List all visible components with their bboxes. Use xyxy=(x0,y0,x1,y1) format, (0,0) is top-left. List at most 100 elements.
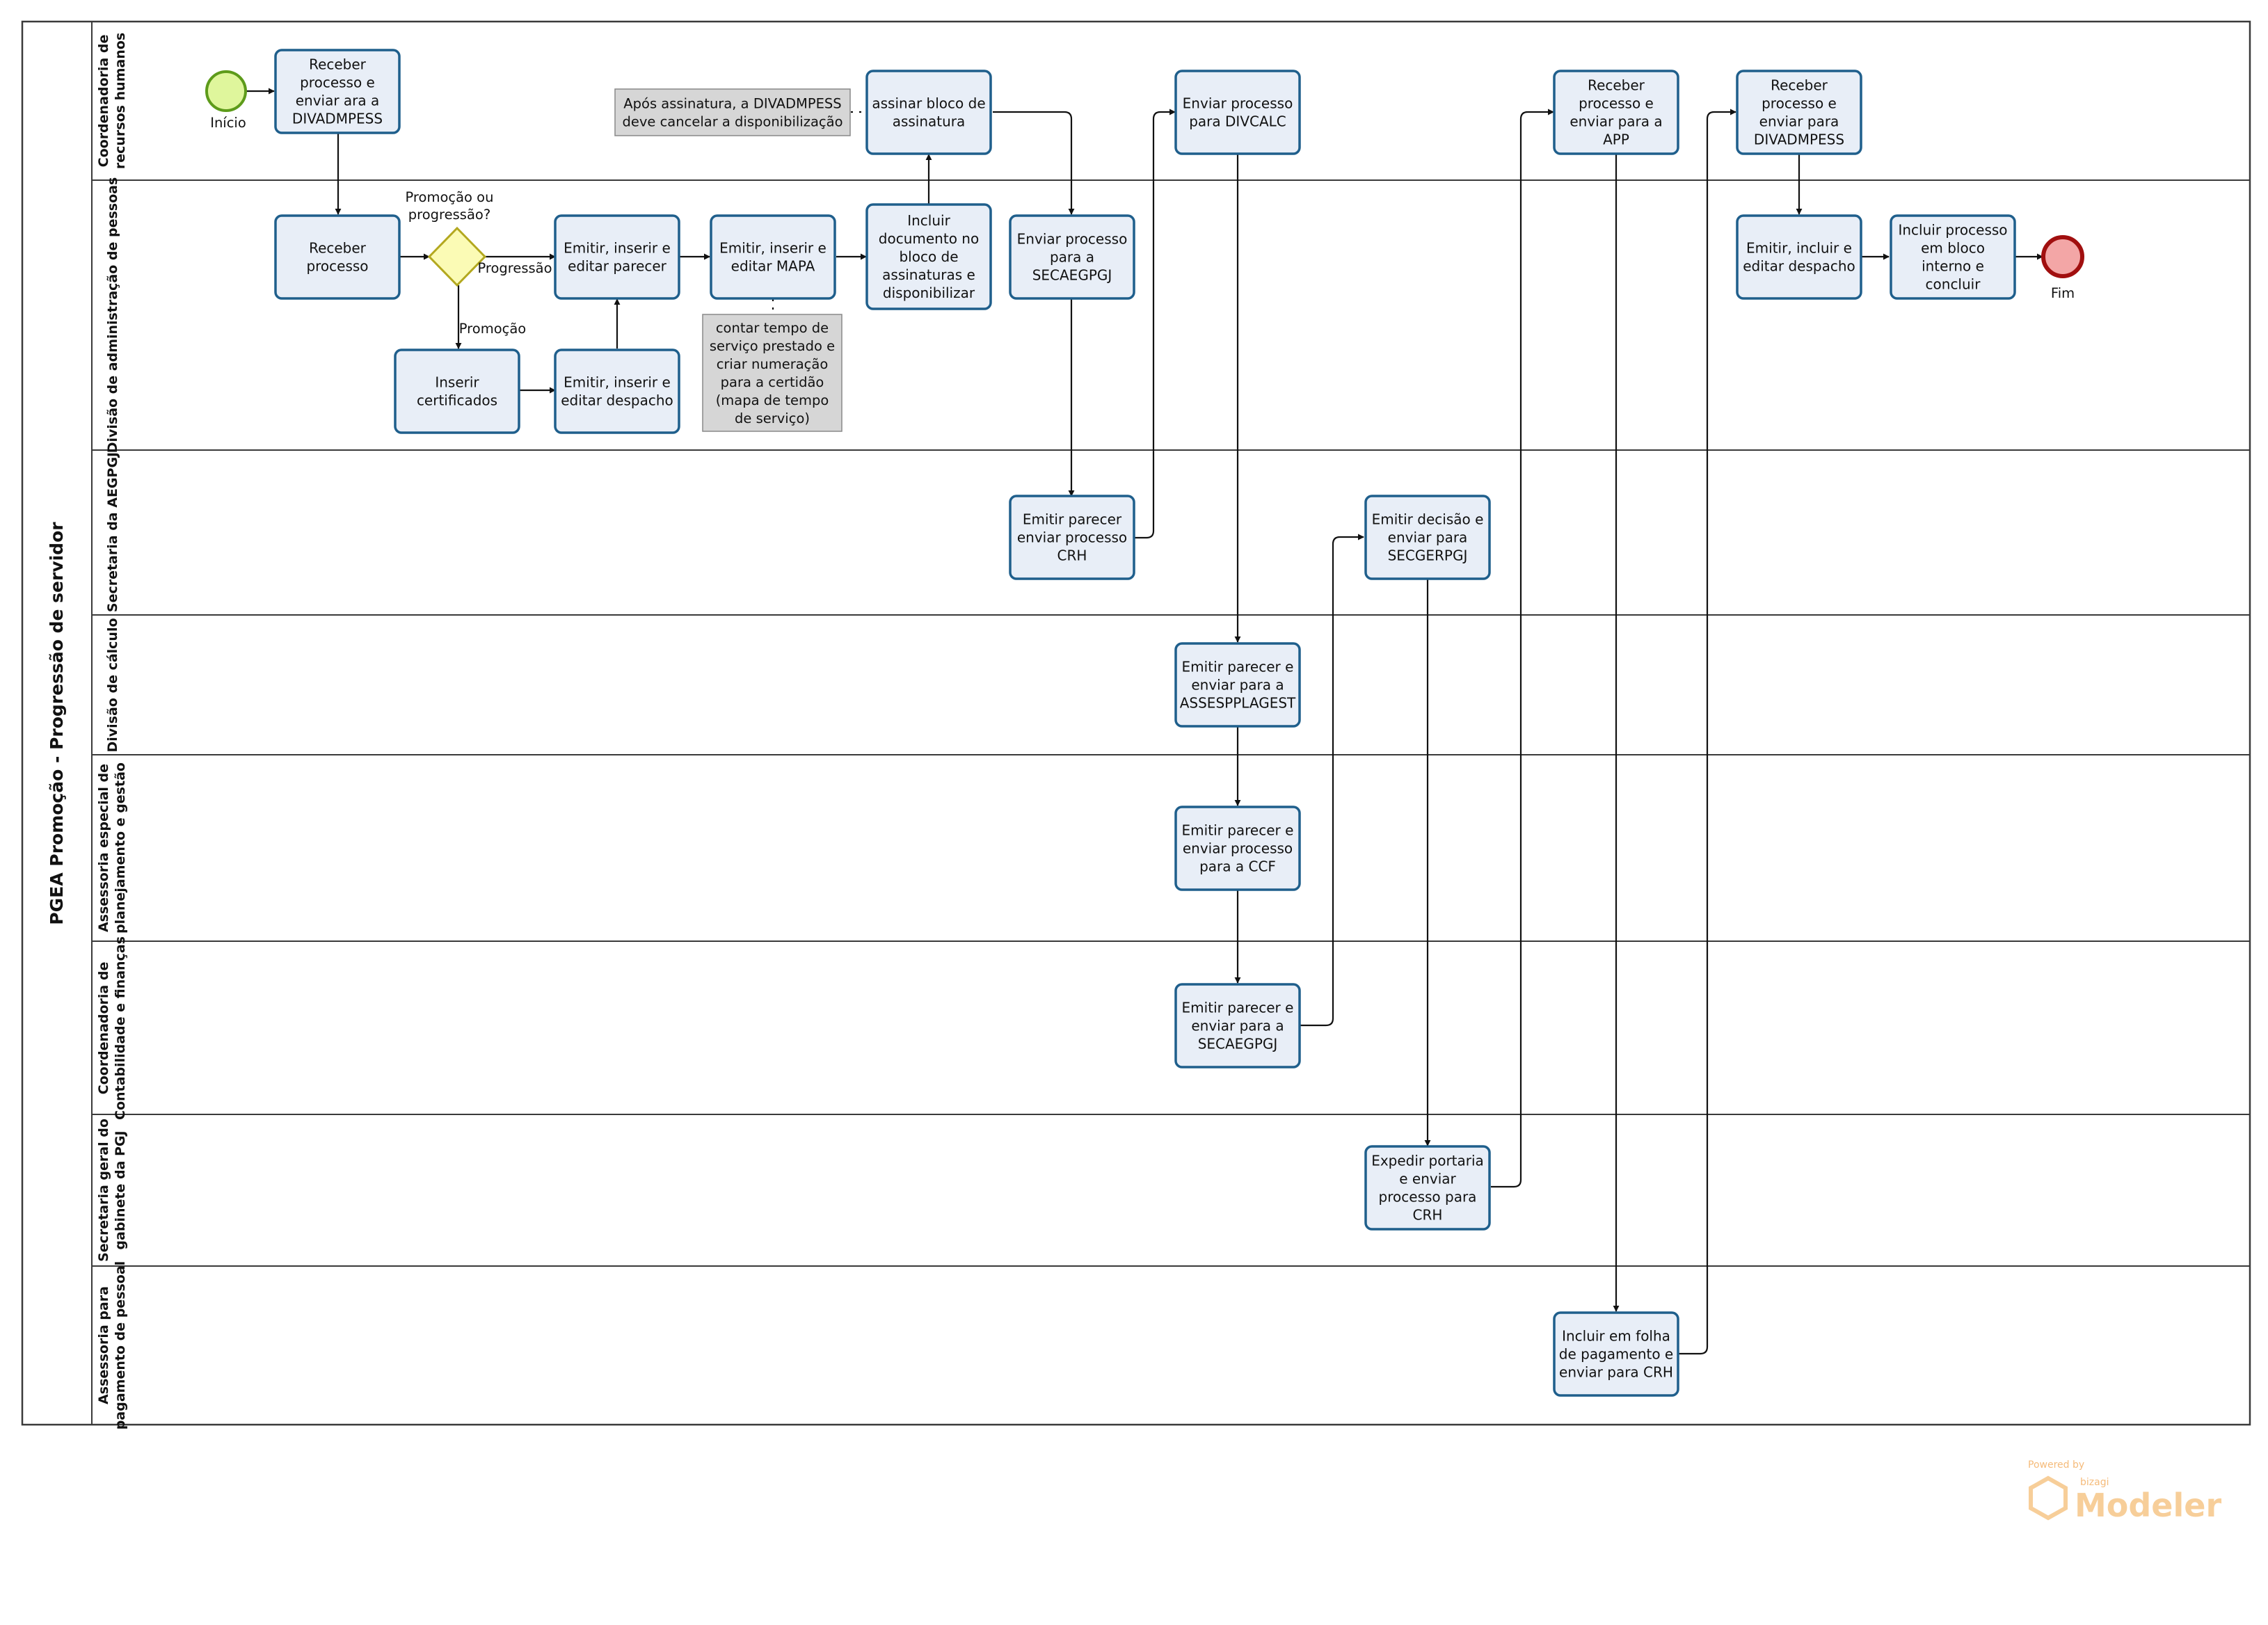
bizagi-cube-icon xyxy=(2029,1475,2068,1521)
task-box[interactable] xyxy=(1174,983,1301,1068)
task-label: CRH xyxy=(1057,547,1087,564)
task-box[interactable] xyxy=(1174,806,1301,891)
task-label: Receber xyxy=(309,240,367,257)
task-box[interactable] xyxy=(1174,70,1301,155)
svg-text:Assessoria para: Assessoria para xyxy=(96,1286,111,1404)
task-label: editar parecer xyxy=(568,258,667,275)
task-label: enviar para CRH xyxy=(1559,1364,1673,1381)
task-label: Incluir xyxy=(907,212,950,229)
task-box[interactable] xyxy=(1364,1145,1491,1231)
end-event[interactable]: Fim xyxy=(2041,235,2084,301)
task-box[interactable] xyxy=(1174,642,1301,728)
task-label: Enviar processo xyxy=(1017,231,1128,248)
task-box[interactable] xyxy=(1553,1311,1679,1397)
task-box[interactable] xyxy=(710,214,836,300)
gateway-label-promocao: Promoção xyxy=(459,321,526,337)
logo-powered-by: Powered by xyxy=(2028,1459,2084,1471)
task-box[interactable] xyxy=(1736,70,1862,155)
task-label: Emitir parecer e xyxy=(1182,659,1294,675)
logo-brand: bizagi xyxy=(2080,1477,2109,1488)
flow-t16-t17 xyxy=(1491,109,1554,1188)
task-label: SECGERPGJ xyxy=(1388,547,1468,564)
task-box[interactable] xyxy=(1009,495,1135,580)
task-label: enviar processo xyxy=(1017,529,1127,546)
task-box[interactable] xyxy=(1736,214,1862,300)
lane-label-ccf: Coordenadoria de Contabilidade e finança… xyxy=(96,936,128,1120)
task-label: concluir xyxy=(1926,276,1981,293)
task-box[interactable] xyxy=(865,70,992,155)
task-label: processo e xyxy=(300,74,375,91)
svg-text:recursos humanos: recursos humanos xyxy=(113,33,128,169)
task-box[interactable] xyxy=(1364,495,1491,580)
svg-text:pagamento de pessoal: pagamento de pessoal xyxy=(113,1261,128,1430)
svg-text:Coordenadoria de: Coordenadoria de xyxy=(96,962,111,1095)
task-box[interactable] xyxy=(1890,214,2016,300)
task-label: assinaturas e xyxy=(882,266,975,283)
task-label: editar MAPA xyxy=(731,258,815,275)
svg-text:gabinete da PGJ: gabinete da PGJ xyxy=(113,1130,128,1249)
task-label: enviar para xyxy=(1759,113,1839,130)
flow-t10-t11 xyxy=(1135,109,1176,539)
svg-text:Divisão de cálculo: Divisão de cálculo xyxy=(105,618,120,752)
annotation-text: (mapa de tempo xyxy=(716,392,829,408)
task-box[interactable] xyxy=(274,214,401,300)
task-box[interactable] xyxy=(1553,70,1679,155)
lane-label-divadmpess: Divisão de administração de pessoas xyxy=(105,177,120,454)
task-label: DIVADMPESS xyxy=(292,111,383,127)
task-label: Emitir parecer e xyxy=(1182,822,1294,839)
task-label: Enviar processo xyxy=(1183,95,1293,112)
pool-title: PGEA Promoção - Progressão de servidor xyxy=(47,522,67,925)
task-box[interactable] xyxy=(274,49,401,134)
task-box[interactable] xyxy=(554,214,680,300)
lane-labels: Coordenadoria de recursos humanos Divisã… xyxy=(96,33,128,1430)
task-label: para a xyxy=(1050,249,1094,266)
task-box[interactable] xyxy=(1009,214,1135,300)
annotation-box xyxy=(702,314,842,432)
bizagi-logo: Powered by bizagi Modeler xyxy=(2028,1459,2221,1524)
task-label: processo e xyxy=(1579,95,1654,112)
task-label: enviar para xyxy=(1388,529,1468,546)
task-label: para a CCF xyxy=(1199,858,1276,875)
task-label: enviar processo xyxy=(1183,840,1293,857)
annotation-box xyxy=(614,88,851,136)
svg-text:Secretaria da AEGPGJ: Secretaria da AEGPGJ xyxy=(105,452,120,612)
task-box[interactable] xyxy=(394,349,520,434)
start-label: Início xyxy=(210,115,246,131)
task-label: Expedir portaria xyxy=(1371,1153,1484,1169)
svg-text:Contabilidade e finanças: Contabilidade e finanças xyxy=(113,936,128,1120)
task-label: SECAEGPGJ xyxy=(1032,267,1112,284)
task-label: Emitir, inserir e xyxy=(564,240,671,257)
task-box[interactable] xyxy=(865,203,992,310)
svg-text:Secretaria geral do: Secretaria geral do xyxy=(96,1119,111,1262)
task-label: Emitir decisão e xyxy=(1372,511,1484,528)
lane-label-secaegpgj: Secretaria da AEGPGJ xyxy=(105,452,120,612)
start-event[interactable]: Início xyxy=(205,70,247,131)
task-box[interactable] xyxy=(554,349,680,434)
exclusive-gateway[interactable]: Promoção ou progressão? Progressão Promo… xyxy=(406,189,552,337)
task-label: Emitir parecer xyxy=(1023,511,1122,528)
task-label: Emitir, incluir e xyxy=(1746,240,1852,257)
task-label: processo xyxy=(306,258,368,275)
